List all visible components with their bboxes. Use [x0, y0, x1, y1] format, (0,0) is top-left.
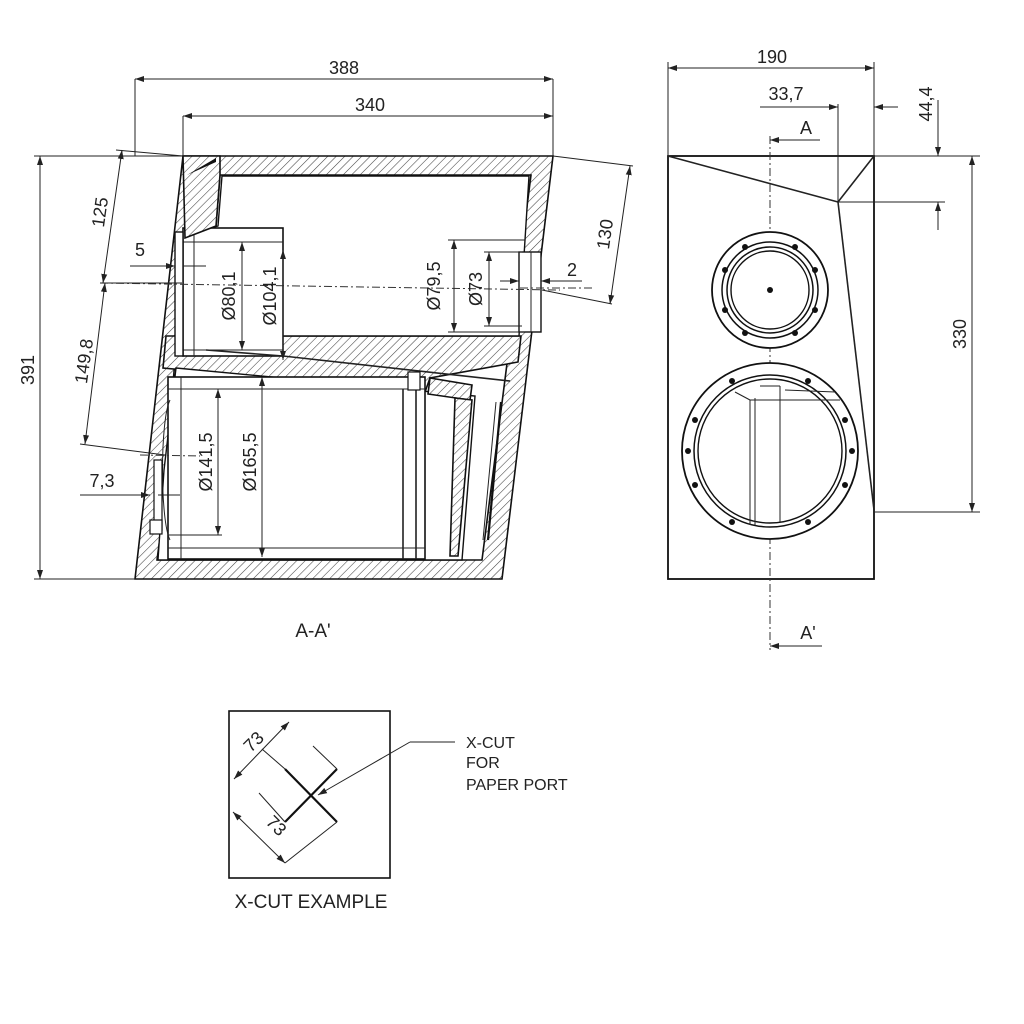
dim-top-depth: 340 — [355, 95, 385, 115]
xcut-title: X-CUT EXAMPLE — [235, 892, 388, 913]
dim-port-wall: 2 — [567, 260, 577, 280]
section-mark-bottom: A' — [800, 623, 815, 643]
dim-front-offset: 33,7 — [768, 84, 803, 104]
section-mark-top: A — [800, 118, 812, 138]
dim-baffle-height: 330 — [950, 319, 970, 349]
dim-tweeter-inner: Ø80,1 — [219, 271, 239, 320]
dim-upper-height: 125 — [88, 196, 112, 229]
woofer-front — [681, 362, 859, 540]
woofer-body — [167, 376, 426, 560]
dim-tweeter-outer: Ø104,1 — [260, 266, 280, 325]
xcut-example: 73 73 X-CUT FOR PAPER PORT X-CUT EXAMPLE — [228, 710, 568, 913]
top-corner-brace — [187, 158, 216, 175]
front-view: 190 33,7 A 44,4 330 A' — [667, 47, 980, 650]
xcut-callout-line3: PAPER PORT — [466, 777, 568, 794]
dim-step-lower: 7,3 — [89, 471, 114, 491]
dim-front-width: 190 — [757, 47, 787, 67]
section-view: 388 340 391 125 149,8 5 7,3 Ø80,1 Ø104,1 — [18, 58, 634, 642]
dim-step-upper: 5 — [135, 240, 145, 260]
dim-top-slope: 44,4 — [916, 86, 936, 121]
dim-woofer-inner: Ø141,5 — [196, 432, 216, 491]
xcut-callout-line2: FOR — [466, 755, 500, 772]
dim-back-height: 130 — [593, 218, 617, 251]
dim-woofer-outer: Ø165,5 — [240, 432, 260, 491]
dim-port-outer: Ø79,5 — [424, 261, 444, 310]
dim-total-height: 391 — [18, 355, 38, 385]
port-tube — [518, 251, 542, 333]
tweeter-front — [711, 231, 829, 349]
section-label: A-A' — [295, 621, 330, 642]
dim-total-depth: 388 — [329, 58, 359, 78]
xcut-callout-line1: X-CUT — [466, 735, 515, 752]
dim-port-inner: Ø73 — [466, 272, 486, 306]
